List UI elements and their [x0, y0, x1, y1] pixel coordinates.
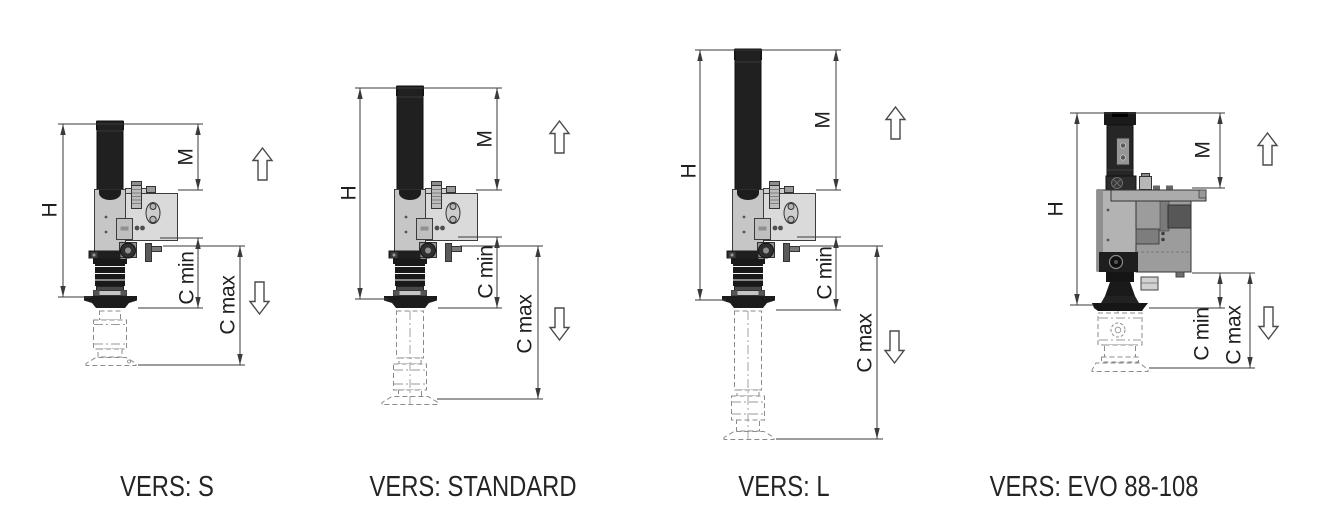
dimension-label-c-min: C min	[1190, 307, 1213, 360]
arrow-down-icon	[1258, 306, 1279, 340]
dimension-label-h: H	[677, 164, 700, 179]
dimension-label-m: M	[811, 111, 834, 128]
dimension-label-m: M	[174, 148, 197, 165]
diagram-vers-s: H M C min C max	[38, 120, 273, 366]
version-label-l: VERS: L	[738, 471, 830, 503]
dimension-label-c-min: C min	[813, 246, 836, 299]
dimension-label-c-max: C max	[216, 275, 239, 335]
dimension-c-max: C max	[776, 245, 883, 440]
arrow-down-icon	[884, 330, 905, 364]
dimension-h: H	[38, 123, 203, 298]
diagram-vers-evo-88-108: H M C min C max	[1044, 112, 1279, 373]
arrow-down-icon	[549, 307, 570, 341]
dimension-label-c-min: C min	[474, 245, 497, 298]
arrow-up-icon	[252, 147, 273, 181]
dimension-h: H	[337, 87, 502, 300]
dimension-label-c-max: C max	[853, 313, 876, 373]
dimension-label-h: H	[337, 186, 360, 201]
diagram-vers-standard: H M C min C max	[337, 85, 570, 406]
dimension-label-m: M	[1191, 141, 1214, 158]
dimension-label-h: H	[38, 203, 61, 218]
diagram-vers-l: H M C min C max	[677, 48, 906, 441]
ghost-extension-drawing	[723, 310, 775, 441]
machine-drawing	[1092, 112, 1207, 311]
ghost-extension-drawing	[381, 310, 439, 406]
dimension-c-min: C min	[138, 237, 203, 309]
dimension-label-c-min: C min	[175, 251, 198, 304]
dimension-c-max: C max	[138, 245, 245, 366]
arrow-up-icon	[549, 120, 570, 154]
version-label-standard: VERS: STANDARD	[369, 471, 577, 503]
ghost-extension-drawing	[85, 310, 137, 366]
machine-drawing	[721, 48, 816, 309]
dimension-c-max: C max	[437, 245, 543, 400]
dimension-label-c-max: C max	[1222, 305, 1245, 365]
arrow-up-icon	[1257, 132, 1278, 166]
dimension-c-max: C max	[1149, 273, 1255, 369]
dimension-label-m: M	[473, 130, 496, 147]
dimension-c-min: C min	[776, 236, 841, 311]
dimension-h: H	[677, 49, 841, 301]
ghost-extension-drawing	[1091, 311, 1149, 373]
machine-drawing	[83, 120, 178, 309]
dimension-m: M	[811, 50, 841, 191]
version-label-evo: VERS: EVO 88-108	[989, 471, 1199, 503]
version-label-s: VERS: S	[120, 471, 214, 503]
dimension-label-c-max: C max	[513, 294, 536, 354]
arrow-up-icon	[885, 106, 906, 140]
dimension-c-min: C min	[438, 236, 502, 309]
dimension-m: M	[174, 124, 203, 191]
dimension-m: M	[1191, 113, 1225, 189]
dimension-h: H	[1044, 112, 1225, 306]
dimension-c-min: C min	[1149, 272, 1255, 361]
dimension-label-h: H	[1044, 202, 1067, 217]
dimension-m: M	[473, 88, 502, 191]
machine-drawing	[383, 85, 478, 309]
arrow-down-icon	[249, 281, 270, 315]
